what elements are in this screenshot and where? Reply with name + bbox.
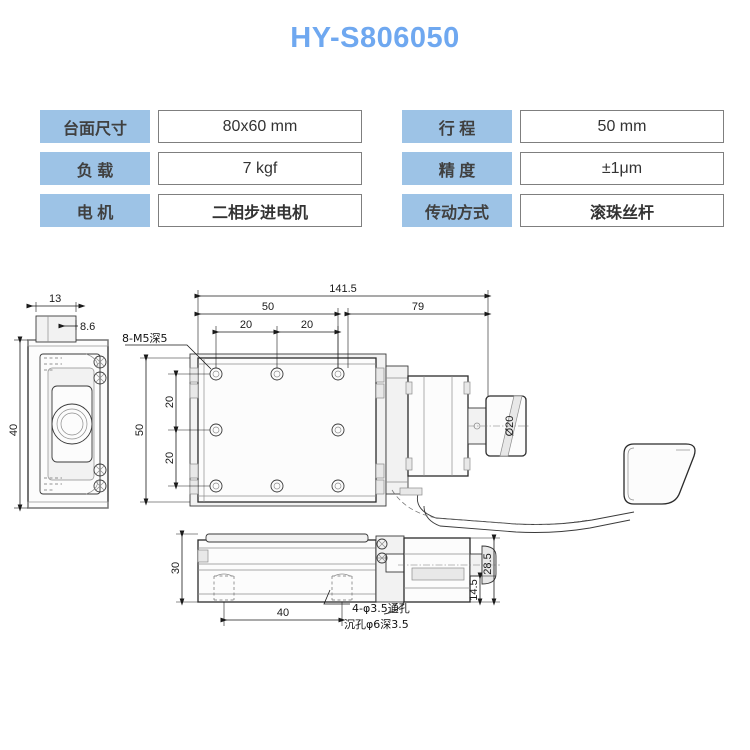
dim-141-5: 141.5 xyxy=(329,283,357,295)
spec-value-table-size: 80x60 mm xyxy=(158,110,362,143)
front-view-drawing: 30 40 28.5 14.5 4-φ3.5通孔 沉孔φ6深3.5 xyxy=(170,530,500,631)
dim-20-d: 20 xyxy=(164,452,176,464)
note-counterbore: 沉孔φ6深3.5 xyxy=(344,618,409,631)
spec-row-motor: 电 机 二相步进电机 xyxy=(40,194,362,227)
spec-key-stroke: 行 程 xyxy=(402,110,512,143)
spec-row-stroke: 行 程 50 mm xyxy=(402,110,724,143)
dim-20-c: 20 xyxy=(164,396,176,408)
spec-key-table-size: 台面尺寸 xyxy=(40,110,150,143)
specification-table: 台面尺寸 80x60 mm 负 载 7 kgf 电 机 二相步进电机 行 程 5… xyxy=(40,110,724,227)
spec-row-accuracy: 精 度 ±1μm xyxy=(402,152,724,185)
spec-value-stroke: 50 mm xyxy=(520,110,724,143)
dim-30: 30 xyxy=(170,562,182,574)
dim-50-top: 50 xyxy=(262,301,274,313)
technical-drawing: 13 8.6 40 xyxy=(0,258,750,678)
spec-value-load: 7 kgf xyxy=(158,152,362,185)
spec-row-load: 负 载 7 kgf xyxy=(40,152,362,185)
dim-20-b: 20 xyxy=(301,319,313,331)
dim-50-height: 50 xyxy=(134,424,146,436)
note-8-m5: 8-M5深5 xyxy=(122,332,167,345)
spec-key-load: 负 载 xyxy=(40,152,150,185)
spec-value-accuracy: ±1μm xyxy=(520,152,724,185)
note-through-hole: 4-φ3.5通孔 xyxy=(352,602,410,615)
spec-row-drive: 传动方式 滚珠丝杆 xyxy=(402,194,724,227)
dim-20-a: 20 xyxy=(240,319,252,331)
dim-8-6: 8.6 xyxy=(80,321,95,333)
plan-view-drawing: Ø20 141.5 50 79 20 20 8-M5深5 xyxy=(122,283,696,533)
dim-13: 13 xyxy=(49,293,61,305)
dim-40-width: 40 xyxy=(277,607,289,619)
dim-28-5: 28.5 xyxy=(482,553,494,574)
spec-row-table-size: 台面尺寸 80x60 mm xyxy=(40,110,362,143)
spec-column-left: 台面尺寸 80x60 mm 负 载 7 kgf 电 机 二相步进电机 xyxy=(40,110,362,227)
spec-value-drive: 滚珠丝杆 xyxy=(520,194,724,227)
spec-value-motor: 二相步进电机 xyxy=(158,194,362,227)
spec-key-accuracy: 精 度 xyxy=(402,152,512,185)
spec-key-motor: 电 机 xyxy=(40,194,150,227)
end-view-drawing: 13 8.6 40 xyxy=(8,293,109,512)
spec-column-right: 行 程 50 mm 精 度 ±1μm 传动方式 滚珠丝杆 xyxy=(402,110,724,227)
spec-key-drive: 传动方式 xyxy=(402,194,512,227)
dim-79: 79 xyxy=(412,301,424,313)
page-title: HY-S806050 xyxy=(290,22,460,54)
dim-shaft-diameter: Ø20 xyxy=(504,416,516,437)
dim-14-5: 14.5 xyxy=(468,579,480,600)
dim-40-height: 40 xyxy=(8,424,20,436)
